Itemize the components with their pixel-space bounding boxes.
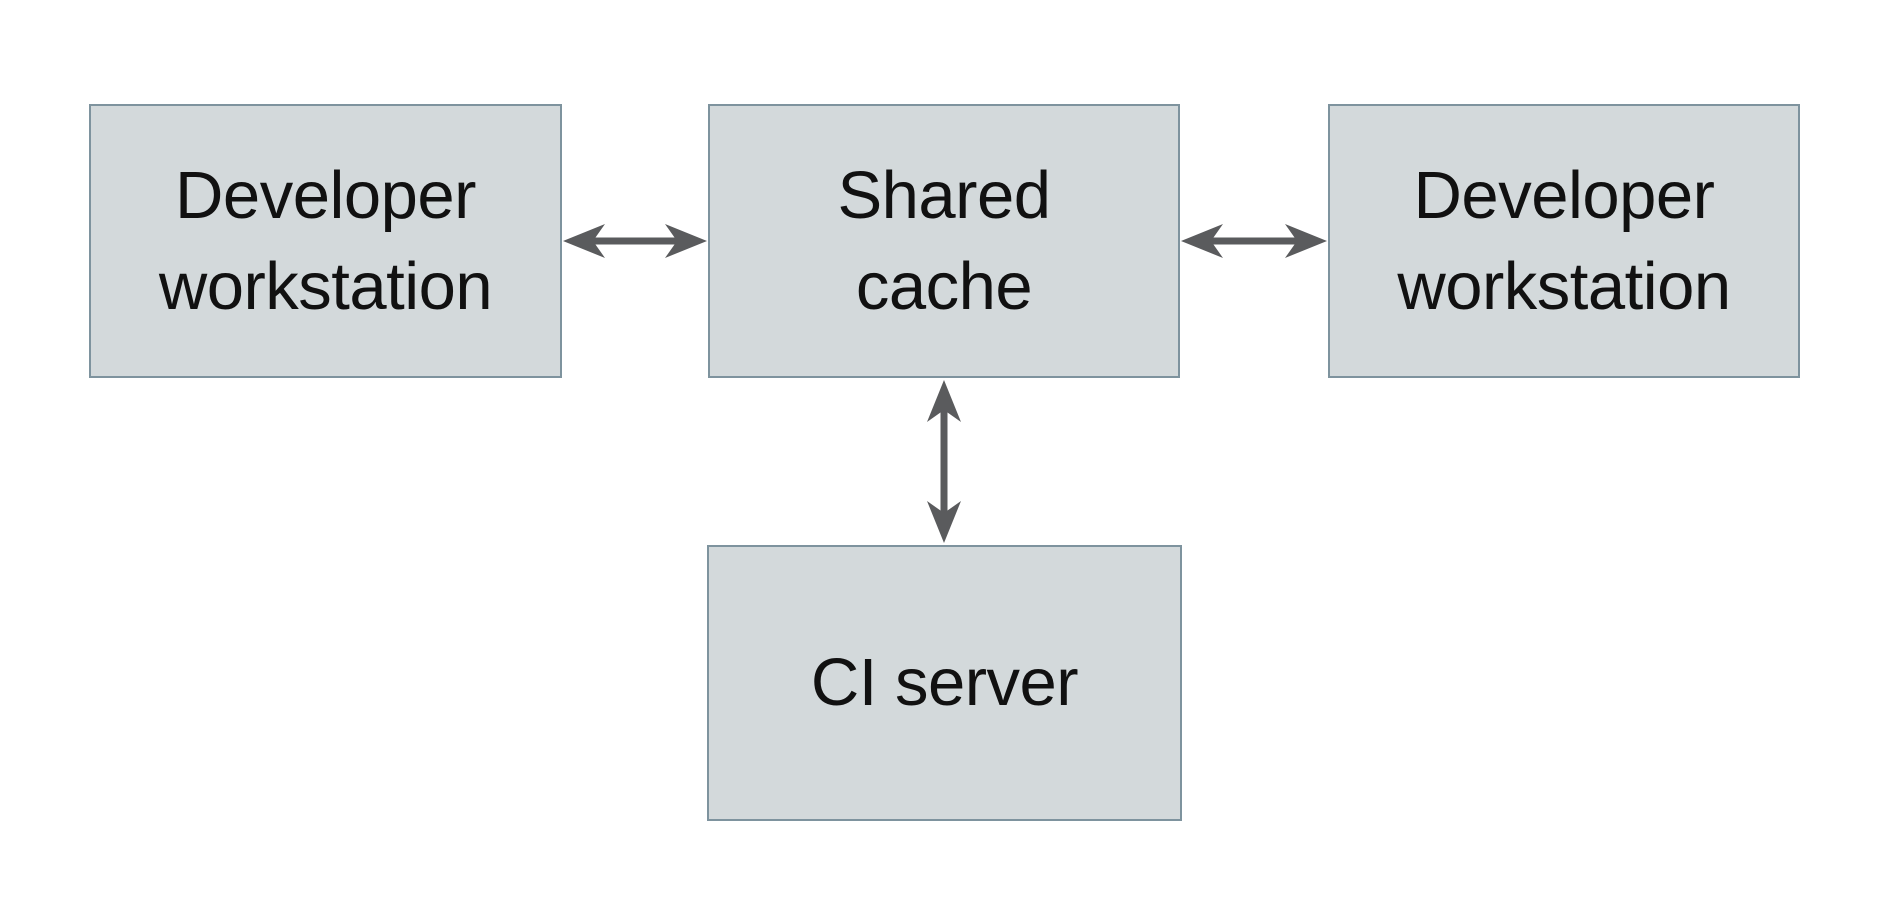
node-label-line: Developer <box>175 157 476 233</box>
node-label-line: Shared <box>837 157 1051 233</box>
node-ci-server: CI server <box>707 545 1182 821</box>
arrowhead-icon <box>1181 224 1223 258</box>
node-label-line: cache <box>855 249 1033 324</box>
node-label-line: Developer <box>1413 157 1715 233</box>
arrowhead-icon <box>927 380 961 422</box>
node-developer-workstation-left: Developer workstation <box>89 104 562 378</box>
node-label-developer-workstation-left: Developer workstation <box>158 150 493 332</box>
arrowhead-icon <box>563 224 605 258</box>
node-label-developer-workstation-right: Developer workstation <box>1397 150 1731 332</box>
arrowhead-icon <box>665 224 707 258</box>
arrowhead-icon <box>1285 224 1327 258</box>
arrowhead-icon <box>927 501 961 543</box>
node-label-line: workstation <box>158 249 493 324</box>
node-label-shared-cache: Shared cache <box>837 150 1051 332</box>
node-label-ci-server: CI server <box>810 637 1079 728</box>
edge-shared-cache-to-ci-server <box>927 380 961 543</box>
edge-left-workstation-to-shared-cache <box>563 224 707 258</box>
node-label-line: CI server <box>810 645 1079 721</box>
edge-shared-cache-to-right-workstation <box>1181 224 1327 258</box>
node-developer-workstation-right: Developer workstation <box>1328 104 1800 378</box>
node-shared-cache: Shared cache <box>708 104 1180 378</box>
node-label-line: workstation <box>1397 249 1731 324</box>
